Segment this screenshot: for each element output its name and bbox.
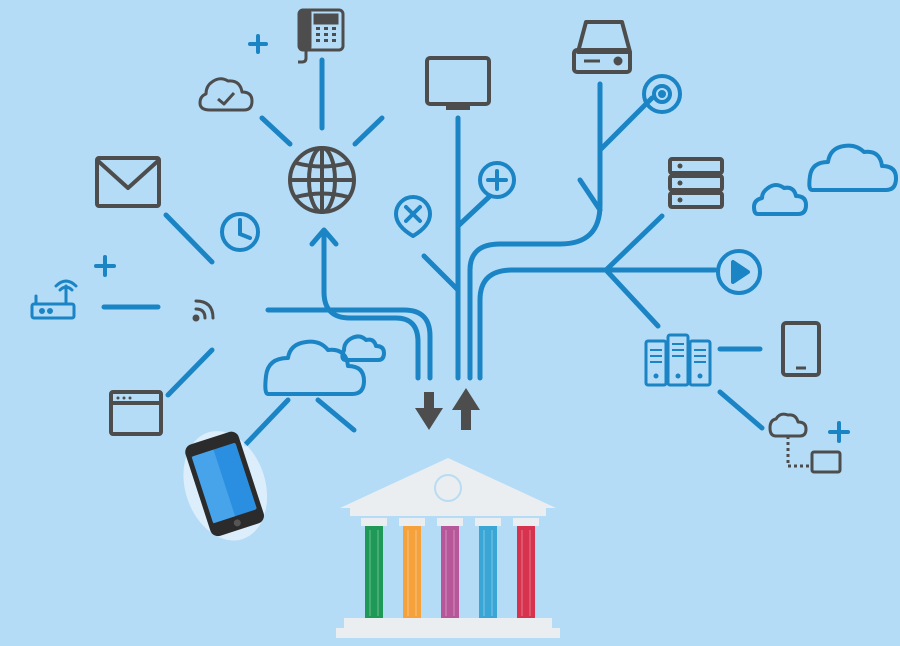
- plus-branch: [455, 193, 493, 229]
- cloud-check-icon: [198, 77, 254, 112]
- cloud-icon: [752, 183, 808, 216]
- plus-icon: [828, 421, 850, 443]
- data-center-icon: [644, 333, 712, 387]
- close-branch: [421, 253, 461, 293]
- wifi-signal-icon: [192, 299, 215, 322]
- pillar-magenta: [437, 518, 463, 618]
- server-stack-icon: [668, 157, 724, 209]
- smartphone-icon: [183, 431, 268, 541]
- pillar-green: [361, 518, 387, 618]
- cloud-network-branch: [717, 389, 765, 431]
- plus-icon: [94, 255, 116, 277]
- small-branch: [577, 177, 603, 213]
- upload-arrow-icon: [452, 388, 480, 430]
- close-pin-icon: [394, 195, 432, 238]
- server-stack-branch: [603, 213, 665, 273]
- browser-line: [165, 347, 215, 398]
- play-trunk: [477, 267, 609, 381]
- monitor-icon: [425, 56, 491, 110]
- globe-arrowhead: [309, 227, 339, 247]
- connector-lines: [101, 57, 765, 447]
- target-branch: [597, 95, 655, 153]
- bank-building-icon: [336, 458, 560, 638]
- cloud-icon: [807, 143, 898, 192]
- plus-circle-icon: [478, 161, 516, 199]
- cloud-network-icon: [768, 412, 842, 474]
- cloud-icon: [340, 334, 386, 362]
- envelope-line: [163, 212, 215, 265]
- globe-return-line: [321, 229, 421, 381]
- globe-ray-left: [259, 115, 293, 147]
- hard-drive-icon: [572, 20, 632, 74]
- pillar-orange: [399, 518, 425, 618]
- globe-ray-right: [352, 115, 385, 147]
- envelope-icon: [95, 156, 161, 208]
- browser-window-icon: [109, 390, 163, 436]
- globe-icon: [288, 146, 356, 214]
- tablet-icon: [781, 321, 821, 377]
- wifi-hub-line: [265, 307, 433, 381]
- pillar-red: [513, 518, 539, 618]
- desk-phone-icon: [297, 8, 345, 64]
- plus-icon: [248, 34, 268, 54]
- pillar-blue: [475, 518, 501, 618]
- clock-icon: [220, 212, 260, 252]
- wifi-router-icon: [30, 279, 78, 320]
- cloud-icon: [263, 339, 366, 396]
- drive-trunk: [467, 81, 603, 381]
- cloud-down-line: [315, 397, 357, 433]
- phone-cloud-line: [243, 397, 291, 447]
- play-circle-icon: [716, 249, 762, 295]
- target-icon: [642, 74, 682, 114]
- download-arrow-icon: [415, 392, 443, 430]
- datacenter-branch: [603, 267, 661, 329]
